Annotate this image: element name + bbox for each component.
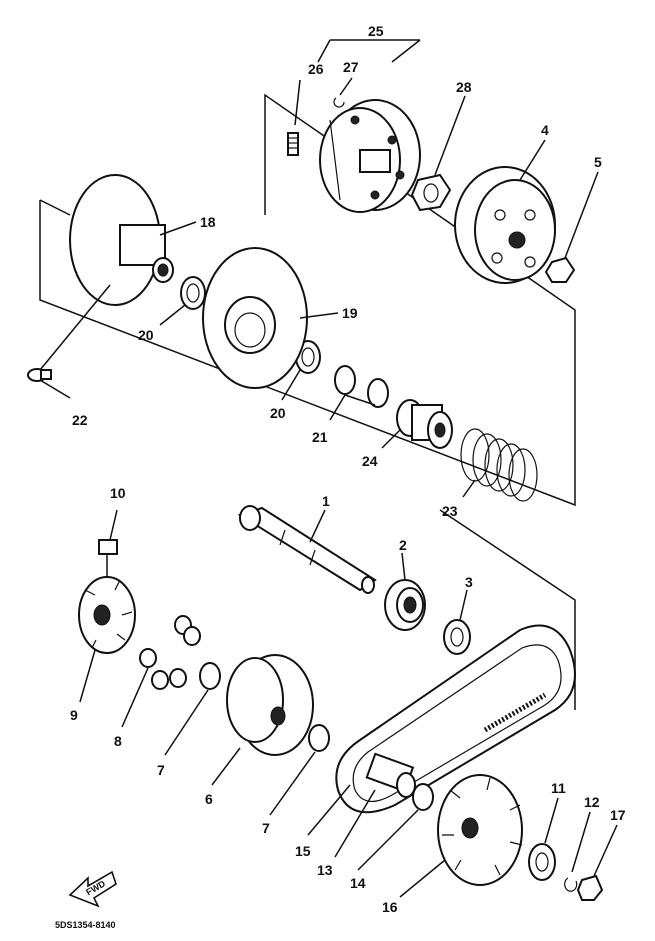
weights <box>139 615 201 690</box>
callout-27: 27 <box>343 59 359 75</box>
callout-14: 14 <box>350 875 366 891</box>
washer-11 <box>528 843 556 881</box>
callout-17: 17 <box>610 807 626 823</box>
washer-7-lower <box>308 724 330 752</box>
callout-6: 6 <box>205 791 213 807</box>
forward-arrow-icon: FWD <box>68 870 117 908</box>
compression-spring <box>460 428 538 502</box>
drawing-code: 5DS1354-8140 <box>55 920 116 930</box>
callout-8: 8 <box>114 733 122 749</box>
callout-16: 16 <box>382 899 398 915</box>
callout-1: 1 <box>322 493 330 509</box>
housing-nut <box>544 256 576 283</box>
spacer-b <box>367 378 389 408</box>
upper-assembly-outline <box>39 93 576 507</box>
callout-12: 12 <box>584 794 600 810</box>
shaft-washer <box>443 619 471 655</box>
bearing <box>384 579 426 631</box>
cam <box>78 576 136 654</box>
callout-5: 5 <box>594 154 602 170</box>
clutch-carrier-assembly <box>319 99 421 213</box>
callout-9: 9 <box>70 707 78 723</box>
callout-25: 25 <box>368 23 384 39</box>
callout-10: 10 <box>110 485 126 501</box>
washer-14 <box>412 783 434 811</box>
callout-23: 23 <box>442 503 458 519</box>
callout-28: 28 <box>456 79 472 95</box>
primary-fixed-sheave <box>69 174 174 306</box>
c-clip <box>333 97 345 108</box>
screw <box>27 368 52 382</box>
callout-26: 26 <box>308 61 324 77</box>
collar <box>396 399 453 449</box>
washer-7-upper <box>199 662 221 690</box>
callout-20-lower: 20 <box>270 405 286 421</box>
clutch-spring <box>287 132 299 156</box>
callout-2: 2 <box>399 537 407 553</box>
callout-7-upper: 7 <box>157 762 165 778</box>
movable-sheave <box>226 654 314 756</box>
slider <box>98 539 118 555</box>
callout-7-lower: 7 <box>262 820 270 836</box>
callout-15: 15 <box>295 843 311 859</box>
callout-24: 24 <box>362 453 378 469</box>
leader-lines <box>39 39 618 898</box>
spacer-a <box>334 365 356 395</box>
callout-19: 19 <box>342 305 358 321</box>
clutch-housing <box>454 166 556 284</box>
callout-22: 22 <box>72 412 88 428</box>
callout-13: 13 <box>317 862 333 878</box>
washer-upper <box>180 276 206 310</box>
callout-labels: 25 26 27 28 4 5 18 20 19 20 21 24 23 22 … <box>70 23 626 915</box>
primary-shaft <box>237 505 377 594</box>
callout-18: 18 <box>200 214 216 230</box>
callout-11: 11 <box>551 780 566 796</box>
nut <box>410 173 452 212</box>
clip <box>564 877 578 892</box>
callout-21: 21 <box>312 429 328 445</box>
callout-3: 3 <box>465 574 473 590</box>
secondary-collar <box>365 752 416 798</box>
sliding-sheave <box>202 247 308 389</box>
secondary-sheave <box>437 774 523 886</box>
callout-4: 4 <box>541 122 549 138</box>
secondary-nut <box>576 874 604 901</box>
callout-20-upper: 20 <box>138 327 154 343</box>
